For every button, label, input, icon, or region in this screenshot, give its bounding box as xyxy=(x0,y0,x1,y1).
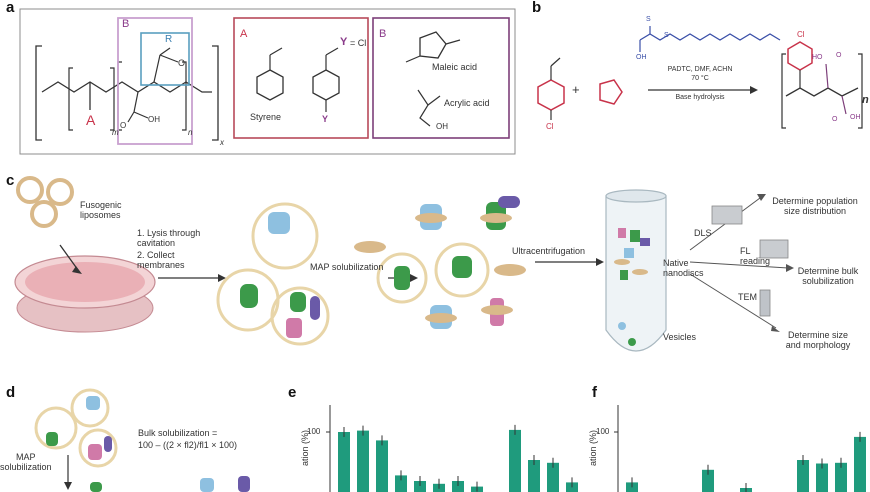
sub-x: x xyxy=(220,138,224,147)
panel-f-label: f xyxy=(592,384,597,401)
raft-agent xyxy=(639,33,781,41)
lysis-step1: 1. Lysis through cavitation xyxy=(137,228,201,249)
panel-a-frame xyxy=(19,8,516,155)
panel-b-label: b xyxy=(532,0,542,16)
chart-e-bar-10 xyxy=(528,460,540,492)
b-oh: OH xyxy=(636,54,647,61)
maleic-label: Maleic acid xyxy=(432,62,478,72)
b-s2: S xyxy=(664,32,669,39)
chart-e-bar-9 xyxy=(509,429,521,492)
dls-instrument xyxy=(711,205,743,225)
tem-label: TEM xyxy=(738,292,757,302)
chart-e-bars xyxy=(338,424,578,492)
y-letter: Y xyxy=(340,36,348,48)
b-reagent1: PADTC, DMF, ACHN xyxy=(667,66,733,73)
b-o-bot: O xyxy=(832,116,838,123)
styrene-ring xyxy=(256,69,284,101)
nanodiscs xyxy=(354,196,526,329)
b-cl-top: Cl xyxy=(797,30,805,39)
b-reagent2: 70 °C xyxy=(691,75,709,82)
chart-f-bar-4 xyxy=(702,469,714,492)
b-maleic-ring xyxy=(599,79,623,105)
fl-label: FL reading xyxy=(740,246,771,267)
chart-f-ylabel: ation (%) xyxy=(588,429,598,466)
b-ho: HO xyxy=(812,54,823,61)
acrylic-oh: OH xyxy=(436,122,448,131)
chart-f-bar-12 xyxy=(854,436,866,492)
determine-bulk: Determine bulk solubilization xyxy=(797,266,859,287)
d-map-label: MAP solubilization xyxy=(0,452,52,473)
b-n: n xyxy=(862,94,869,106)
maleic-ring xyxy=(419,31,447,59)
y-letter-ring: Y xyxy=(322,114,329,124)
membrane-fragments xyxy=(216,202,330,346)
fl-reader xyxy=(759,239,789,259)
chart-e-bar-3 xyxy=(395,475,407,492)
ultracentrifugation-label: Ultracentrifugation xyxy=(512,246,586,256)
panel-e-label: e xyxy=(288,384,297,401)
vesicles-label: Vesicles xyxy=(663,332,697,342)
petri-dish xyxy=(14,244,156,333)
determine-size: Determine size and morphology xyxy=(785,330,851,351)
b-product-ring xyxy=(787,41,813,71)
box-b-label: B xyxy=(122,18,130,30)
box-a-label: A xyxy=(240,28,248,40)
bulk-formula-line1: Bulk solubilization = xyxy=(138,428,218,438)
tem-instrument xyxy=(759,289,771,317)
chart-e-bar-6 xyxy=(452,481,464,492)
bulk-formula-line2: 100 – ((2 × fl2)/fl1 × 100) xyxy=(138,440,238,450)
chart-e-bar-4 xyxy=(414,481,426,492)
chart-f-bar-10 xyxy=(816,463,828,492)
group-r: R xyxy=(165,34,173,45)
box-r-blue xyxy=(140,32,190,86)
b-s1: S xyxy=(646,16,651,23)
chart-e-bar-2 xyxy=(376,440,388,492)
chart-f-bar-9 xyxy=(797,460,809,492)
panel-d-vesicles xyxy=(34,388,250,492)
right-bracket xyxy=(212,45,219,141)
chart-f-bar-11 xyxy=(835,462,847,492)
b-plus: + xyxy=(572,82,580,97)
lysis-step2: 2. Collect membranes xyxy=(137,250,185,271)
b-reagent3: Base hydrolysis xyxy=(675,94,725,101)
liposomes xyxy=(16,176,74,228)
map-solubilization-label: MAP solubilization xyxy=(310,262,384,272)
box-b2-label: B xyxy=(379,28,387,40)
chart-e-tick-100: 100 xyxy=(307,427,321,436)
chlorostyrene-ring xyxy=(312,69,340,101)
box-a-red xyxy=(233,17,369,139)
sub-n: n xyxy=(188,128,193,137)
chart-e-bar-0 xyxy=(338,432,350,492)
chart-f-bars xyxy=(626,431,866,492)
box-b-pink xyxy=(117,17,193,145)
group-oh: OH xyxy=(148,115,160,124)
b-oh-bot: OH xyxy=(850,114,861,121)
chart-f-tick-100: 100 xyxy=(596,427,610,436)
b-cl-bottom: Cl xyxy=(546,122,554,131)
group-o2: O xyxy=(120,121,127,130)
fusogenic-label: Fusogenic liposomes xyxy=(80,200,122,221)
styrene-label: Styrene xyxy=(250,112,282,122)
centrifuge-tube xyxy=(605,189,667,352)
sub-m: m xyxy=(112,128,119,137)
native-nanodiscs-label: Native nanodiscs xyxy=(663,258,704,279)
group-o: O xyxy=(178,58,186,68)
letter-a: A xyxy=(86,112,96,128)
chart-e-bar-11 xyxy=(547,462,559,492)
determine-population: Determine population size distribution xyxy=(772,196,858,217)
b-o-top: O xyxy=(836,52,842,59)
dls-label: DLS xyxy=(694,228,712,238)
chart-e-bar-1 xyxy=(357,430,369,492)
panel-d-label: d xyxy=(6,384,16,401)
left-bracket xyxy=(35,45,42,141)
box-b-purple xyxy=(372,17,510,139)
chart-e-ylabel: ation (%) xyxy=(300,429,310,466)
y-equals: = Cl xyxy=(350,38,367,48)
acrylic-label: Acrylic acid xyxy=(444,98,490,108)
b-chlorostyrene-ring xyxy=(537,79,565,111)
acrylic-chain xyxy=(417,89,431,127)
panel-a-label: a xyxy=(6,0,15,16)
panel-c-label: c xyxy=(6,172,15,189)
